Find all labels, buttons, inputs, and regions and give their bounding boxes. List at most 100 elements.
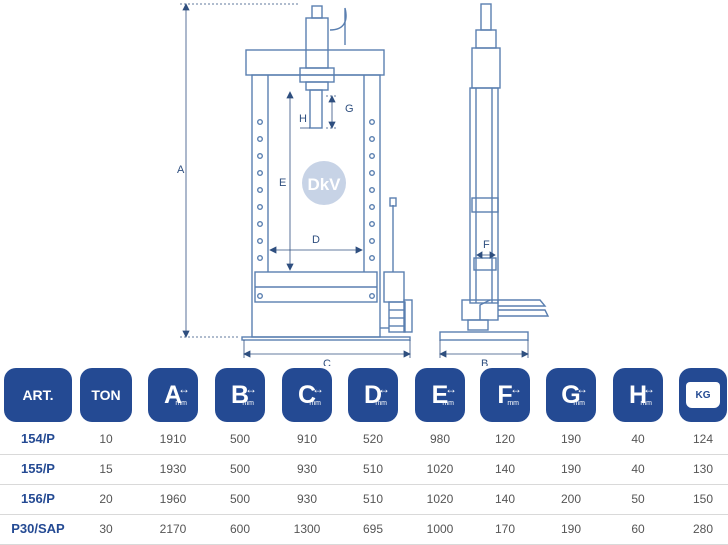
dim-label-d: D xyxy=(312,234,320,246)
double-arrow-icon: ↔ xyxy=(643,382,655,396)
cell-h: 50 xyxy=(631,492,645,506)
cell-b: 500 xyxy=(229,492,251,506)
header-b: B↔ mm xyxy=(215,368,265,422)
cell-c: 910 xyxy=(296,432,318,446)
front-base xyxy=(241,336,411,341)
cell-e: 1020 xyxy=(426,492,454,506)
cell-d: 510 xyxy=(362,462,384,476)
cell-ton: 30 xyxy=(99,522,113,536)
cell-g: 200 xyxy=(560,492,582,506)
header-unit: mm xyxy=(573,400,585,407)
header-unit: mm xyxy=(507,400,519,407)
cell-ton: 15 xyxy=(99,462,113,476)
header-label: KG xyxy=(695,390,711,401)
cell-d: 695 xyxy=(362,522,384,536)
dim-label-b: B xyxy=(481,358,488,366)
double-arrow-icon: ↔ xyxy=(178,382,190,396)
side-column xyxy=(469,87,499,304)
cell-d: 510 xyxy=(362,492,384,506)
front-top-beam xyxy=(245,49,385,76)
double-arrow-icon: ↔ xyxy=(245,382,257,396)
header-letter: E xyxy=(431,380,449,409)
front-pump-unit xyxy=(380,197,413,333)
cell-e: 980 xyxy=(429,432,451,446)
header-letter: G xyxy=(561,380,581,409)
cell-c: 930 xyxy=(296,462,318,476)
cell-h: 40 xyxy=(631,462,645,476)
header-letter: F xyxy=(497,380,513,409)
double-arrow-icon: ↔ xyxy=(312,382,324,396)
cell-g: 190 xyxy=(560,522,582,536)
cell-kg: 130 xyxy=(692,462,714,476)
header-label: ART. xyxy=(22,387,54,403)
header-unit: mm xyxy=(242,400,254,407)
article-code: 154/P xyxy=(21,431,55,446)
header-letter: A xyxy=(163,380,183,409)
cell-g: 190 xyxy=(560,432,582,446)
header-c: C↔mm xyxy=(282,368,332,422)
dim-label-g: G xyxy=(345,103,354,115)
cell-e: 1000 xyxy=(426,522,454,536)
header-letter: C xyxy=(297,380,317,409)
cell-f: 120 xyxy=(494,432,516,446)
double-arrow-icon: ↔ xyxy=(510,382,522,396)
cell-a: 2170 xyxy=(159,522,187,536)
header-ton: TON xyxy=(80,368,132,422)
svg-text:DkV: DkV xyxy=(307,175,341,194)
cell-kg: 124 xyxy=(692,432,714,446)
header-e: E↔ mm xyxy=(415,368,465,422)
double-arrow-icon: ↔ xyxy=(378,382,390,396)
cell-e: 1020 xyxy=(426,462,454,476)
cell-b: 600 xyxy=(229,522,251,536)
cell-kg: 280 xyxy=(692,522,714,536)
header-letter: B xyxy=(230,380,250,409)
side-base xyxy=(439,331,529,341)
double-arrow-icon: ↔ xyxy=(445,382,457,396)
press-technical-drawing: DkV xyxy=(177,3,550,366)
side-view xyxy=(439,3,550,341)
header-unit: mm xyxy=(175,400,187,407)
header-unit: mm xyxy=(640,400,652,407)
weight-icon: KG xyxy=(686,382,720,408)
cell-h: 40 xyxy=(631,432,645,446)
table-row: 155/P 15 1930 500 930 510 1020 140 190 40 130 xyxy=(0,454,728,485)
cell-h: 60 xyxy=(631,522,645,536)
cell-ton: 20 xyxy=(99,492,113,506)
dim-label-h: H xyxy=(299,113,307,125)
cell-f: 170 xyxy=(494,522,516,536)
header-unit: mm xyxy=(375,400,387,407)
header-unit: mm xyxy=(442,400,454,407)
cell-f: 140 xyxy=(494,492,516,506)
cell-a: 1960 xyxy=(159,492,187,506)
cell-kg: 150 xyxy=(692,492,714,506)
article-code: P30/SAP xyxy=(11,521,65,536)
dkv-logo: DkV xyxy=(302,161,346,205)
header-kg: KG xyxy=(679,368,727,422)
header-g: G↔ mm xyxy=(546,368,596,422)
header-art: ART. xyxy=(4,368,72,422)
cell-c: 930 xyxy=(296,492,318,506)
front-piston xyxy=(309,89,323,129)
dim-label-e: E xyxy=(279,177,286,189)
cell-a: 1910 xyxy=(159,432,187,446)
header-d: D↔ mm xyxy=(348,368,398,422)
front-cylinder xyxy=(305,17,329,69)
cell-a: 1930 xyxy=(159,462,187,476)
article-code: 155/P xyxy=(21,461,55,476)
header-f: F↔ mm xyxy=(480,368,530,422)
cell-b: 500 xyxy=(229,432,251,446)
double-arrow-icon: ↔ xyxy=(576,382,588,396)
header-a: A↔ mm xyxy=(148,368,198,422)
cell-g: 190 xyxy=(560,462,582,476)
cell-f: 140 xyxy=(494,462,516,476)
cell-d: 520 xyxy=(362,432,384,446)
header-letter: D xyxy=(363,380,383,409)
dim-label-a: A xyxy=(177,164,185,176)
header-h: H↔mm xyxy=(613,368,663,422)
table-row: 156/P 20 1960 500 930 510 1020 140 200 50 150 xyxy=(0,484,728,515)
header-label: TON xyxy=(91,387,121,403)
cell-b: 500 xyxy=(229,462,251,476)
article-code: 156/P xyxy=(21,491,55,506)
